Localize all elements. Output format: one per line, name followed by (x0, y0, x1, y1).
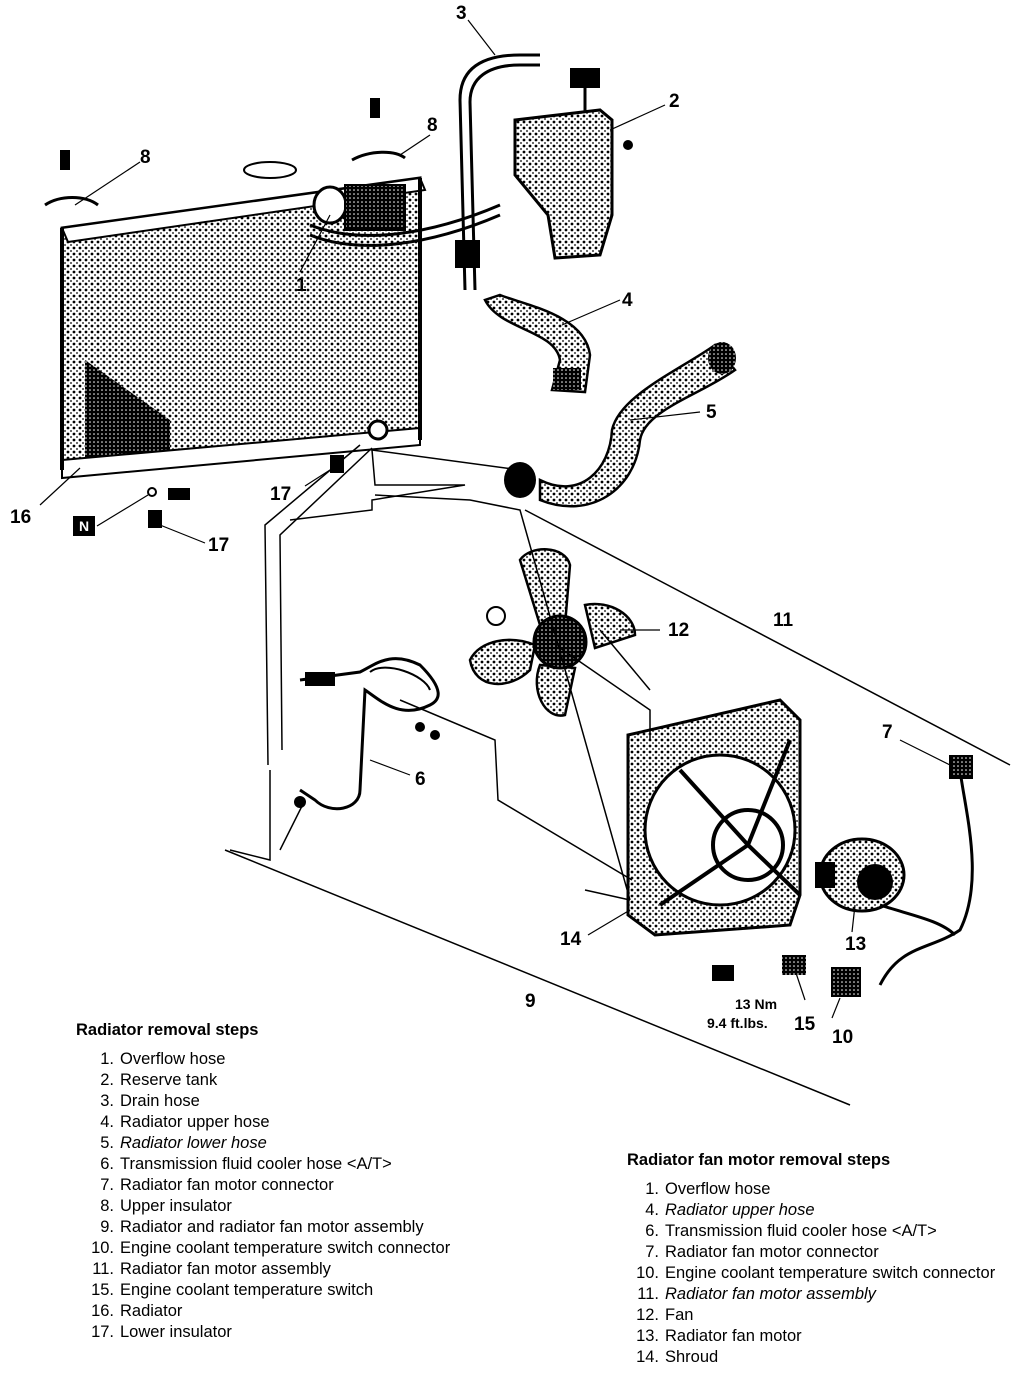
callout-9: 9 (525, 991, 536, 1012)
n-marker: N (73, 516, 95, 536)
callout-16: 16 (10, 507, 31, 528)
list-item: 5.Radiator lower hose (100, 1134, 267, 1152)
callout-5: 5 (706, 402, 717, 423)
n-marker-label: N (79, 518, 89, 534)
torque-nm: 13 Nm (735, 996, 777, 1012)
radiator-removal-steps: Radiator removal steps 1.Overflow hose 2… (76, 1020, 476, 1343)
list-item: 4.Radiator upper hose (645, 1201, 815, 1219)
list-item: 12.Fan (636, 1306, 694, 1324)
reserve-tank (513, 68, 633, 260)
list-item: 10.Engine coolant temperature switch con… (636, 1264, 996, 1282)
callout-8b: 8 (140, 147, 151, 168)
list-item: 8.Upper insulator (100, 1197, 232, 1215)
drain-hose (455, 53, 540, 291)
callouts: 1 2 3 4 5 6 7 8 8 9 10 11 12 13 14 15 16… (10, 3, 893, 1048)
fan-motor-removal-title: Radiator fan motor removal steps (627, 1151, 891, 1169)
callout-14: 14 (560, 929, 582, 950)
callout-2: 2 (669, 91, 680, 112)
callout-6: 6 (415, 769, 426, 790)
guide-lines (224, 444, 1011, 1106)
list-item: 14.Shroud (636, 1348, 719, 1366)
callout-15: 15 (794, 1014, 816, 1035)
callout-3: 3 (456, 3, 467, 24)
fan-motor-harness (712, 755, 974, 997)
list-item: 6.Transmission fluid cooler hose <A/T> (100, 1155, 392, 1173)
list-item: 1.Overflow hose (100, 1050, 226, 1068)
list-item: 2.Reserve tank (100, 1071, 218, 1089)
radiator-lower-hose (504, 342, 737, 508)
list-item: 16.Radiator (91, 1302, 183, 1320)
coolant-temp-switch (147, 487, 190, 500)
list-item: 10.Engine coolant temperature switch con… (91, 1239, 451, 1257)
fan (468, 548, 637, 717)
shroud (626, 698, 802, 937)
callout-12: 12 (668, 620, 689, 641)
callout-4: 4 (622, 290, 633, 311)
list-item: 4.Radiator upper hose (100, 1113, 270, 1131)
radiator-removal-title: Radiator removal steps (76, 1021, 259, 1039)
list-item: 11.Radiator fan motor assembly (92, 1260, 331, 1278)
list-item: 9.Radiator and radiator fan motor assemb… (100, 1218, 424, 1236)
list-item: 7.Radiator fan motor connector (100, 1176, 334, 1194)
leader-lines (39, 19, 951, 1019)
radiator (60, 161, 427, 480)
callout-1: 1 (296, 275, 307, 296)
upper-insulators (44, 98, 406, 207)
radiator-upper-hose (483, 293, 592, 394)
list-item: 17.Lower insulator (91, 1323, 232, 1341)
callout-11: 11 (773, 610, 794, 631)
overflow-hose (309, 203, 501, 247)
callout-17a: 17 (270, 484, 291, 505)
callout-17b: 17 (208, 535, 229, 556)
list-item: 6.Transmission fluid cooler hose <A/T> (645, 1222, 937, 1240)
list-item: 1.Overflow hose (645, 1180, 771, 1198)
fan-motor-removal-steps: Radiator fan motor removal steps 1.Overf… (627, 1150, 1019, 1368)
list-item: 11.Radiator fan motor assembly (637, 1285, 876, 1303)
callout-8a: 8 (427, 115, 438, 136)
list-item: 15.Engine coolant temperature switch (91, 1281, 374, 1299)
radiator-fan-motor (815, 837, 906, 913)
callout-7: 7 (882, 722, 893, 743)
radiator-cap (243, 161, 297, 179)
torque-ftlbs: 9.4 ft.lbs. (707, 1015, 768, 1031)
callout-13: 13 (845, 934, 866, 955)
callout-10: 10 (832, 1027, 853, 1048)
list-item: 3.Drain hose (100, 1092, 200, 1110)
list-item: 13.Radiator fan motor (636, 1327, 802, 1345)
list-item: 7.Radiator fan motor connector (645, 1243, 879, 1261)
